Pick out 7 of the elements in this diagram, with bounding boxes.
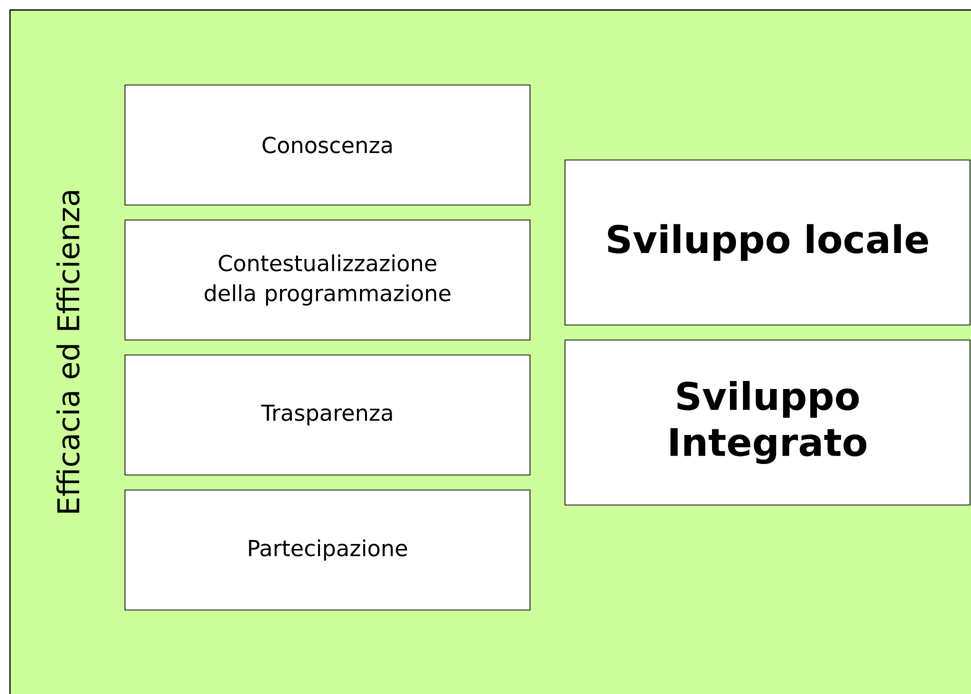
text-box: Contestualizzazione della programmazione [124, 220, 530, 340]
text-box: Sviluppo locale [564, 160, 970, 326]
text-box: Conoscenza [124, 84, 530, 206]
text-box: Sviluppo Integrato [564, 340, 970, 506]
text-box: Partecipazione [124, 490, 530, 610]
text-box: Trasparenza [124, 354, 530, 476]
vertical-label: Efficacia ed Efficienza [56, 191, 80, 513]
